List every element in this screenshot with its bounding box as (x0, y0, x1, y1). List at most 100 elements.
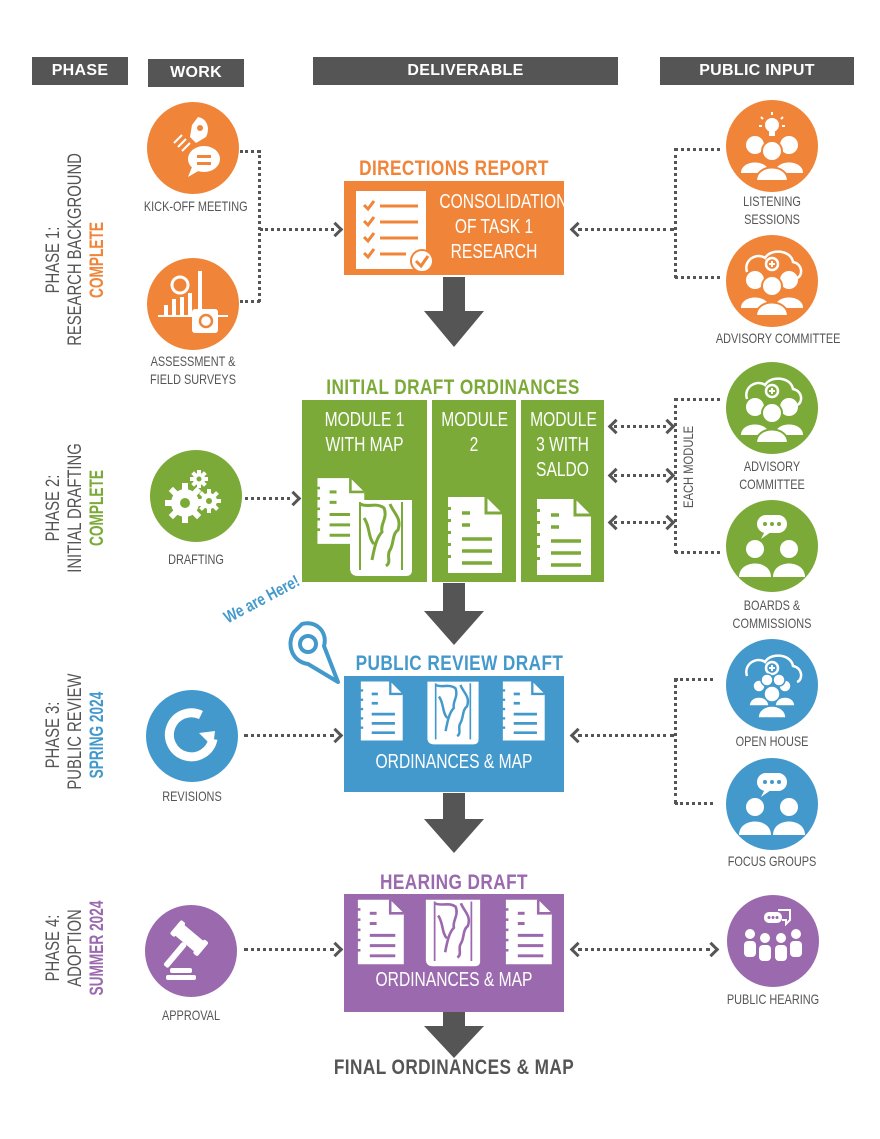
arrow-left-icon (607, 514, 624, 531)
approval-circle (145, 905, 237, 997)
connector-drafting (245, 497, 290, 500)
connector-public-1-to-report (578, 228, 674, 231)
focus-groups-label: FOCUS GROUPS (727, 853, 817, 869)
connector-public-1-vertical (674, 148, 677, 278)
chat-pair-icon (737, 769, 807, 839)
module-3-box: MODULE 3 WITH SALDO (521, 400, 604, 582)
flow-arrow-down-icon (424, 583, 484, 645)
chart-camera-icon (158, 271, 228, 333)
each-module-label: EACH MODULE (680, 425, 696, 508)
location-pin-icon (288, 621, 340, 684)
hearing-draft-title: HEARING DRAFT (380, 871, 528, 894)
header-work: WORK (148, 59, 244, 87)
connector-public-3-to-draft (578, 734, 674, 737)
listening-sessions-circle (726, 100, 818, 192)
crowd-chat-icon (744, 909, 802, 961)
connector-assessment (240, 300, 260, 303)
connector-boards (675, 551, 720, 554)
connector-phase1-to-report (260, 228, 334, 231)
flow-arrow-down-icon (424, 793, 484, 853)
drafting-label: DRAFTING (168, 551, 224, 567)
map-icon (420, 898, 486, 968)
document-icon (494, 680, 552, 742)
document-icon (533, 497, 593, 577)
phase-4-label: PHASE 4: ADOPTION SUMMER 2024 (43, 878, 113, 1018)
connector-listening (675, 148, 720, 151)
arrow-right-icon (327, 727, 344, 744)
cloud-group-icon (737, 373, 807, 443)
connector-advisory-1 (675, 276, 720, 279)
cloud-crowd-icon (737, 650, 807, 719)
connector-module-3 (614, 521, 666, 524)
boards-commissions-circle (726, 500, 818, 592)
public-hearing-circle (727, 895, 819, 987)
phase-2-label: PHASE 2: INITIAL DRAFTING COMPLETE (43, 443, 108, 573)
revisions-circle (146, 690, 238, 782)
header-public-input: PUBLIC INPUT (660, 57, 854, 85)
arrow-right-icon (659, 514, 676, 531)
arrow-right-icon (659, 418, 676, 435)
arrow-right-icon (327, 221, 344, 238)
public-review-box: ORDINANCES & MAP (344, 676, 564, 792)
connector-public-hearing (578, 948, 710, 951)
approval-label: APPROVAL (161, 1007, 221, 1023)
connector-module-1 (614, 425, 666, 428)
directions-report-box: CONSOLIDATION OF TASK 1 RESEARCH (344, 181, 568, 275)
cloud-group-icon (737, 246, 807, 316)
connector-public-2-vertical (674, 398, 677, 553)
flow-arrow-down-icon (424, 277, 484, 347)
map-icon (422, 680, 484, 746)
open-house-label: OPEN HOUSE (735, 733, 809, 749)
directions-report-title: DIRECTIONS REPORT (359, 157, 549, 180)
connector-phase1-vertical (258, 150, 261, 302)
assessment-label: ASSESSMENT &FIELD SURVEYS (150, 353, 236, 387)
arrow-right-icon (327, 941, 344, 958)
advisory-committee-1-circle (726, 235, 818, 327)
kickoff-meeting-label: KICK-OFF MEETING (143, 198, 248, 214)
arrow-left-icon (569, 221, 586, 238)
drafting-circle (150, 450, 242, 542)
revisions-label: REVISIONS (162, 788, 222, 804)
final-ordinances-title: FINAL ORDINANCES & MAP (333, 1056, 575, 1079)
advisory-committee-2-circle (726, 362, 818, 454)
hearing-draft-subtitle: ORDINANCES & MAP (375, 969, 533, 991)
assessment-circle (147, 258, 239, 350)
arrow-right-icon (285, 490, 302, 507)
module-2-box: MODULE 2 (432, 400, 516, 582)
checklist-icon (356, 191, 434, 273)
connector-advisory-2 (675, 398, 720, 401)
flow-arrow-down-icon (424, 1012, 484, 1058)
public-review-title: PUBLIC REVIEW DRAFT (355, 652, 564, 675)
phase-3-status: SPRING 2024 (87, 691, 108, 779)
connector-open-house (675, 678, 713, 681)
phase-4-status: SUMMER 2024 (87, 900, 108, 996)
public-review-subtitle: ORDINANCES & MAP (375, 751, 533, 773)
arrow-left-icon (569, 727, 586, 744)
open-house-circle (726, 639, 818, 731)
module-1-box: MODULE 1 WITH MAP (302, 400, 427, 582)
advisory-committee-1-label: ADVISORY COMMITTEE (715, 330, 841, 346)
connector-focus-groups (675, 802, 713, 805)
gears-icon (165, 470, 221, 523)
arrow-right-icon (703, 941, 720, 958)
connector-revisions (244, 734, 334, 737)
header-phase: PHASE (32, 57, 128, 85)
header-deliverable: DELIVERABLE (313, 57, 618, 85)
connector-approval (244, 948, 334, 951)
rocket-chat-icon (173, 117, 220, 177)
arrow-right-icon (659, 467, 676, 484)
phase-1-label: PHASE 1: RESEARCH BACKGROUND COMPLETE (43, 153, 108, 346)
document-icon (444, 495, 504, 575)
directions-line-3: RESEARCH (450, 241, 538, 263)
kickoff-meeting-circle (147, 102, 239, 194)
connector-kickoff (240, 150, 260, 153)
phase-3-label: PHASE 3: PUBLIC REVIEW SPRING 2024 (43, 673, 108, 790)
refresh-icon (164, 708, 218, 762)
arrow-left-icon (569, 941, 586, 958)
directions-line-1: CONSOLIDATION (439, 191, 568, 213)
connector-public-3-vertical (674, 678, 677, 804)
connector-module-2 (614, 474, 666, 477)
lightbulb-group-icon (737, 112, 807, 181)
